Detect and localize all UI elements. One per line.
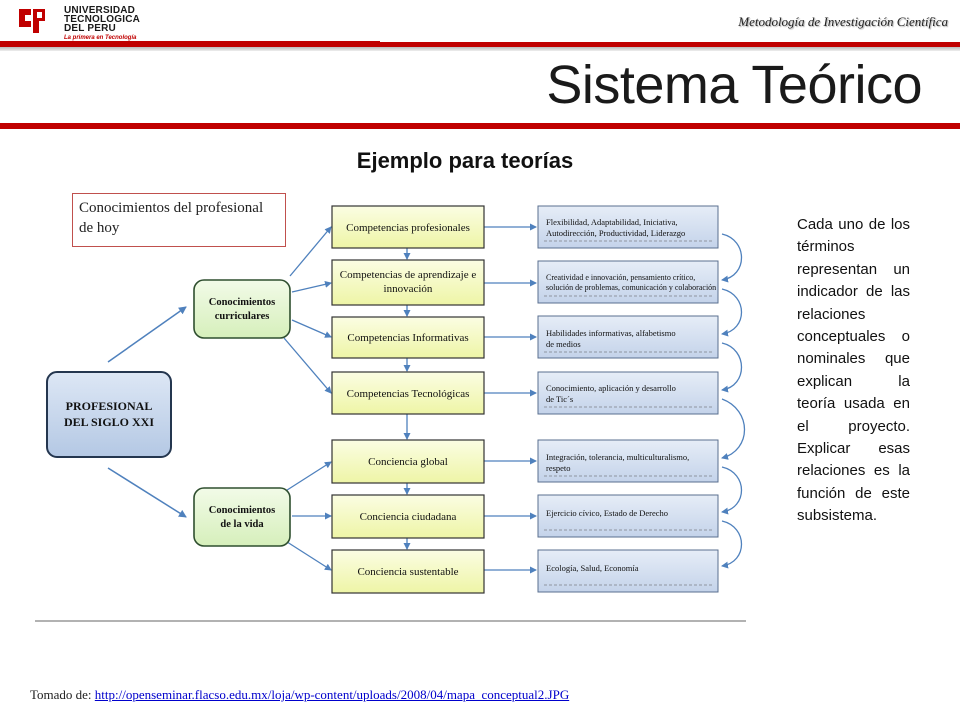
- page-title: Sistema Teórico: [546, 55, 922, 115]
- subtitle: Ejemplo para teorías: [0, 148, 960, 174]
- source-footer: Tomado de: http://openseminar.flacso.edu…: [30, 687, 569, 703]
- node-competencia-7: Conciencia sustentable: [331, 549, 485, 594]
- edge-b1-c2: [291, 280, 332, 293]
- source-link[interactable]: http://openseminar.flacso.edu.mx/loja/wp…: [94, 687, 570, 702]
- subtitle-text: Ejemplo para teorías: [356, 148, 574, 173]
- node-competencia-4: Competencias Tecnológicas: [331, 371, 485, 415]
- edge-loop-4: [721, 398, 745, 460]
- edge-root-curriculares: [107, 306, 187, 363]
- edge-loop-1: [721, 233, 743, 283]
- curriculares-label-1: Conocimientos: [209, 297, 276, 308]
- node-competencia-1: Competencias profesionales: [331, 205, 485, 249]
- indicador-5-line-1: Integración, tolerancia, multiculturalis…: [546, 452, 689, 462]
- competencia-2-label-1: Competencias de aprendizaje e: [340, 269, 477, 281]
- title-underline: [0, 123, 960, 129]
- utp-logo: UNIVERSIDAD TECNOLOGICA DEL PERU La prim…: [16, 4, 146, 50]
- edge-loop-5: [721, 466, 743, 515]
- edge-root-vida: [107, 467, 187, 518]
- edge-loop-2: [721, 288, 743, 337]
- indicador-1-line-2: Autodirección, Productividad, Liderazgo: [546, 228, 685, 238]
- edge-loop-6: [721, 520, 743, 569]
- edge-b2-c7: [283, 539, 332, 571]
- competencia-5-label: Conciencia global: [368, 456, 448, 468]
- edge-loop-3: [721, 342, 743, 393]
- node-indicador-3: Habilidades informativas, alfabetismo de…: [537, 315, 719, 359]
- footer-prefix: Tomado de:: [30, 687, 95, 702]
- vida-label-2: de la vida: [220, 519, 264, 530]
- node-indicador-6: Ejercicio cívico, Estado de Derecho: [537, 494, 719, 538]
- indicador-6-line-1: Ejercicio cívico, Estado de Derecho: [546, 508, 668, 518]
- note-box: Conocimientos del profesional de hoy: [72, 193, 286, 247]
- node-competencia-5: Conciencia global: [331, 439, 485, 484]
- indicador-7-line-1: Ecología, Salud, Economía: [546, 563, 639, 573]
- explanation-text: Cada uno de los términos representan un …: [797, 216, 910, 525]
- course-caption: Metodología de Investigación Científica: [738, 14, 948, 29]
- competencia-1-label: Competencias profesionales: [346, 222, 470, 234]
- vida-label-1: Conocimientos: [209, 505, 276, 516]
- slide-header: UNIVERSIDAD TECNOLOGICA DEL PERU La prim…: [0, 0, 960, 50]
- indicador-3-line-1: Habilidades informativas, alfabetismo: [546, 328, 676, 338]
- curriculares-label-2: curriculares: [215, 311, 270, 322]
- utp-logo-icon: [16, 6, 48, 36]
- node-indicador-4: Conocimiento, aplicación y desarrollo de…: [537, 371, 719, 415]
- header-shadow: [0, 47, 960, 51]
- indicador-4-line-2: de Tic´s: [546, 394, 573, 404]
- node-competencia-6: Conciencia ciudadana: [331, 494, 485, 539]
- competencia-7-label: Conciencia sustentable: [357, 566, 458, 578]
- edge-b2-c5: [283, 461, 332, 493]
- competencia-3-label: Competencias Informativas: [347, 332, 468, 344]
- competencia-6-label: Conciencia ciudadana: [360, 511, 457, 523]
- edge-b1-c1: [289, 226, 332, 277]
- indicador-1-line-1: Flexibilidad, Adaptabilidad, Iniciativa,: [546, 217, 677, 227]
- node-indicador-1: Flexibilidad, Adaptabilidad, Iniciativa,…: [537, 205, 719, 249]
- indicador-4-line-1: Conocimiento, aplicación y desarrollo: [546, 383, 676, 393]
- node-competencia-3: Competencias Informativas: [331, 316, 485, 359]
- root-label-1: PROFESIONAL: [66, 399, 153, 413]
- competencia-2-label-2: innovación: [384, 283, 433, 295]
- node-vida: Conocimientos de la vida: [193, 487, 291, 547]
- logo-line-3: DEL PERU: [64, 23, 116, 34]
- indicador-3-line-2: de medios: [546, 339, 581, 349]
- node-indicador-5: Integración, tolerancia, multiculturalis…: [537, 439, 719, 483]
- indicador-5-line-2: respeto: [546, 463, 571, 473]
- node-indicador-2: Creatividad e innovación, pensamiento cr…: [537, 260, 719, 304]
- node-root: PROFESIONAL DEL SIGLO XXI: [46, 371, 172, 458]
- competencia-4-label: Competencias Tecnológicas: [347, 388, 470, 400]
- node-curriculares: Conocimientos curriculares: [193, 279, 291, 339]
- indicador-2-line-1: Creatividad e innovación, pensamiento cr…: [546, 273, 695, 282]
- node-indicador-7: Ecología, Salud, Economía: [537, 549, 719, 593]
- edge-b1-c4: [283, 337, 332, 394]
- root-label-2: DEL SIGLO XXI: [64, 415, 154, 429]
- logo-line-2: TECNOLOGICA: [64, 14, 141, 25]
- header-divider: [0, 41, 960, 48]
- logo-line-1: UNIVERSIDAD: [64, 5, 136, 16]
- node-competencia-2: Competencias de aprendizaje e innovación: [331, 259, 485, 306]
- indicador-2-line-2: solución de problemas, comunicación y co…: [546, 283, 716, 292]
- edge-b1-c3: [291, 319, 332, 338]
